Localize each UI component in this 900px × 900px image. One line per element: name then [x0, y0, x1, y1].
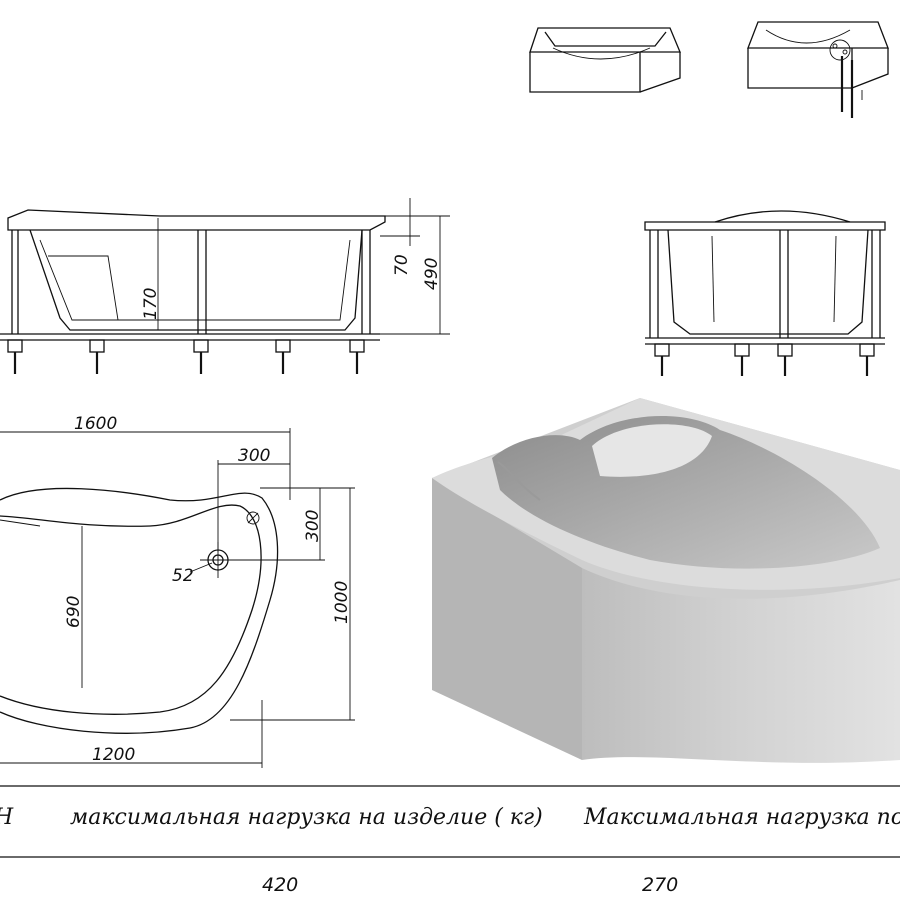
dim-drain-diameter-52: 52	[172, 566, 194, 586]
dim-height-490: 490	[422, 258, 442, 290]
dim-rim-70: 70	[392, 254, 412, 276]
side-legs	[7, 339, 365, 374]
dim-inner-width-690: 690	[64, 596, 84, 628]
load-table	[0, 785, 900, 858]
top-view-drawing	[0, 428, 355, 768]
table-header-col1-fragment: Н	[0, 805, 14, 830]
bathtub-3d-render	[432, 398, 900, 763]
dim-width-1000: 1000	[332, 581, 352, 624]
install-icon-with-frame	[747, 21, 889, 118]
table-value-max-load-floor: 270	[642, 874, 678, 896]
table-header-max-load-floor: Максимальная нагрузка пол	[583, 805, 900, 830]
dim-drain-offset-x: 300	[238, 446, 270, 466]
dim-length-1600: 1600	[74, 414, 117, 434]
dim-bottom-length-1200: 1200	[92, 745, 135, 765]
dim-depth-170: 170	[141, 288, 161, 320]
table-value-max-load-product: 420	[262, 874, 298, 896]
front-view-drawing	[644, 210, 886, 376]
table-header-max-load-product: максимальная нагрузка на изделие ( кг)	[70, 805, 543, 830]
side-view-drawing	[0, 198, 450, 374]
dim-drain-offset-y: 300	[303, 510, 323, 542]
front-legs	[654, 343, 875, 376]
install-icon-with-panel	[529, 27, 681, 93]
